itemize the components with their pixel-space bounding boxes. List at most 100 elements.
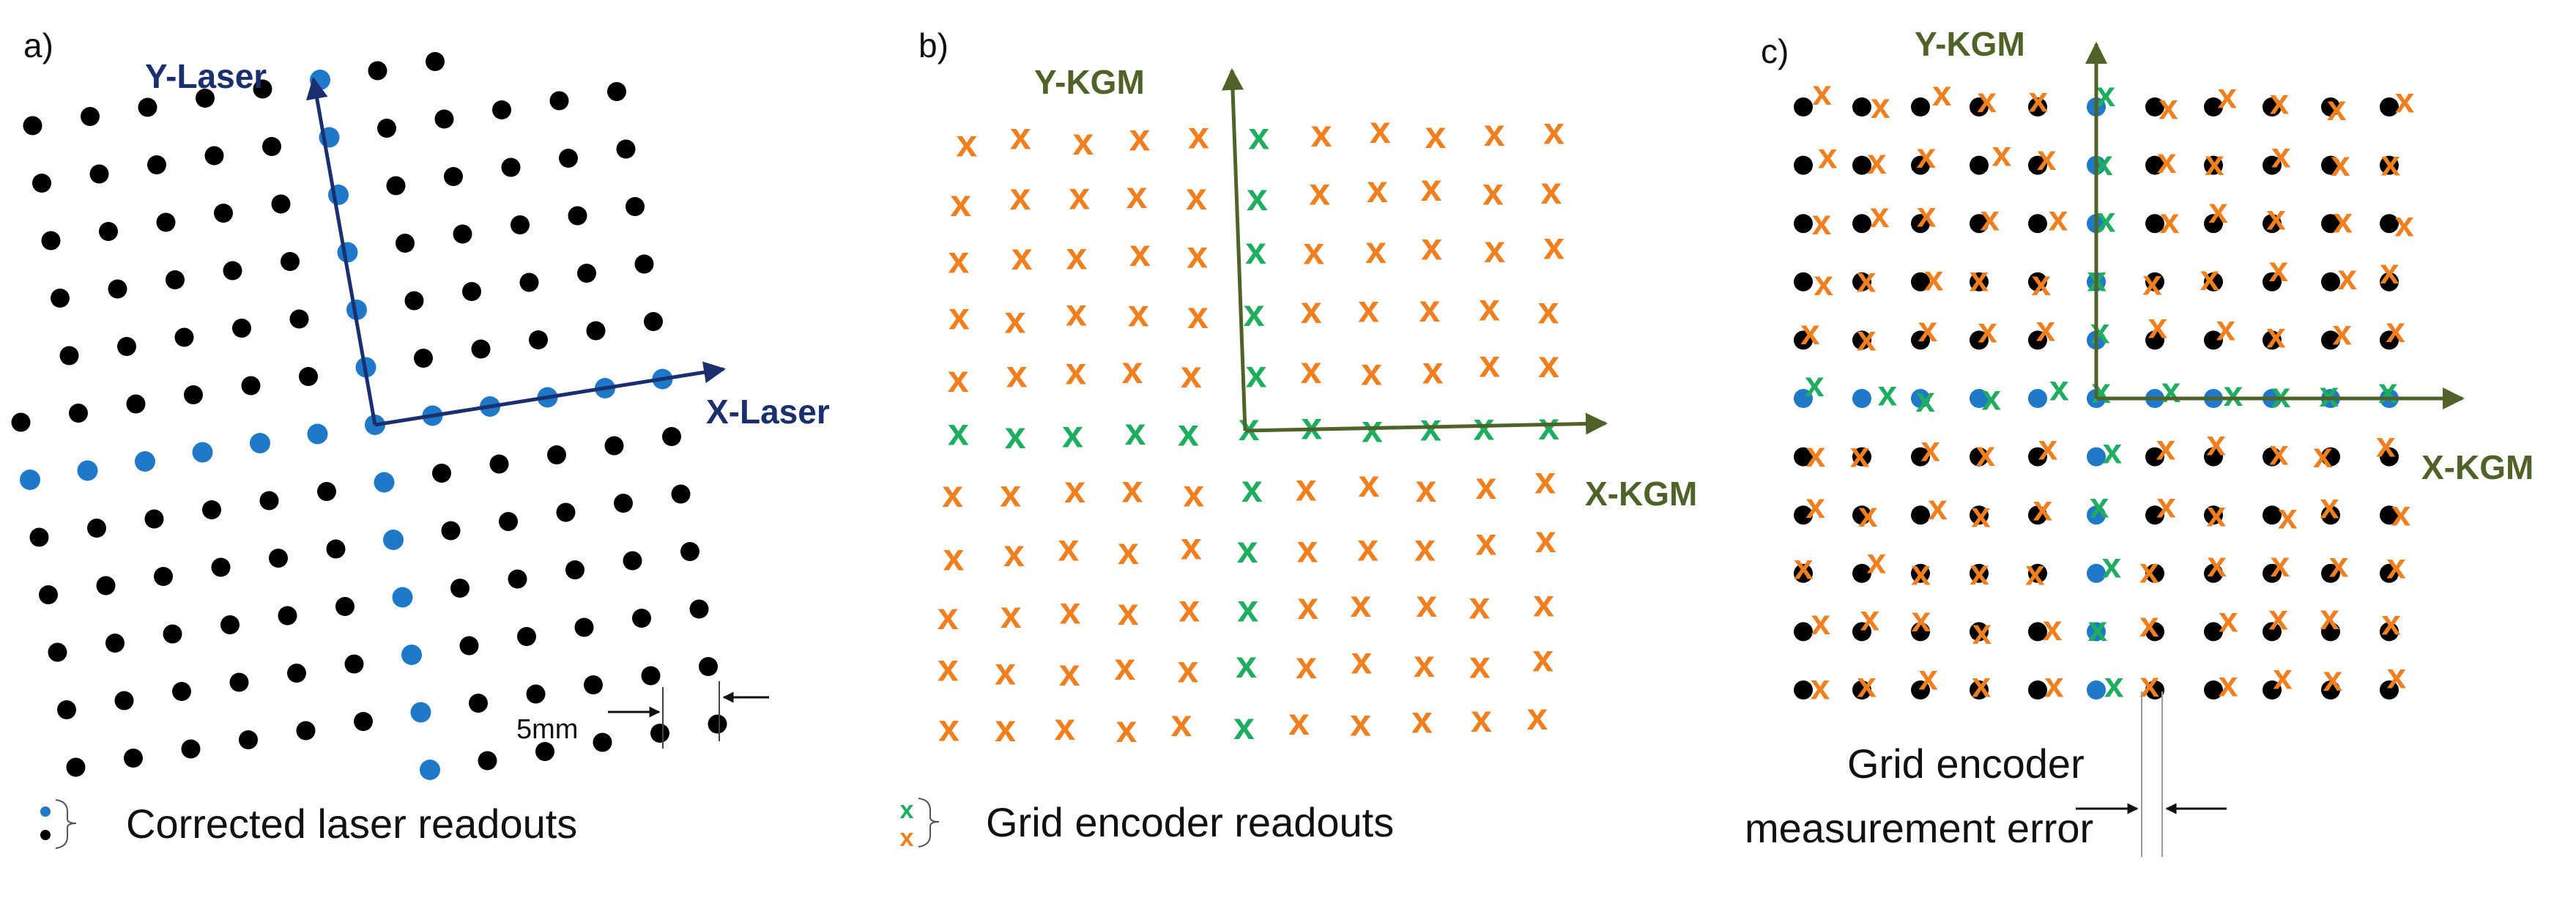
laser-dot <box>459 636 479 656</box>
encoder-mark: x <box>2268 599 2288 638</box>
encoder-mark: x <box>1484 112 1505 155</box>
legend-green-x: x <box>900 796 914 824</box>
laser-dot <box>269 549 288 568</box>
encoder-mark: x <box>1814 264 1833 303</box>
laser-dot-corrected <box>383 530 404 550</box>
encoder-mark: x <box>2386 311 2405 350</box>
laser-dot <box>2204 622 2223 642</box>
laser-dot <box>105 634 125 653</box>
encoder-mark: x <box>956 122 977 165</box>
encoder-mark: x <box>1800 313 1820 352</box>
encoder-mark-axis: x <box>1005 415 1026 457</box>
encoder-mark: x <box>1812 74 1832 113</box>
encoder-mark: x <box>2029 81 2049 119</box>
laser-dot <box>239 730 258 749</box>
laser-dot <box>680 542 699 561</box>
laser-dot <box>2263 622 2282 642</box>
encoder-mark: x <box>1857 666 1877 705</box>
laser-dot <box>2263 97 2282 116</box>
encoder-mark: x <box>2337 259 2357 297</box>
encoder-mark: x <box>1297 585 1318 628</box>
laser-dot <box>1852 97 1871 116</box>
laser-dot-corrected <box>2087 622 2106 642</box>
laser-dot <box>1911 272 1930 292</box>
laser-dot <box>126 394 146 414</box>
x-kgm-axis-c-label: X-KGM <box>2421 448 2534 486</box>
encoder-mark: x <box>1350 583 1371 626</box>
encoder-mark: x <box>1806 436 1826 475</box>
encoder-mark: x <box>2049 200 2068 239</box>
laser-dot <box>11 412 31 432</box>
encoder-mark: x <box>995 651 1016 694</box>
encoder-mark: x <box>1977 81 1997 120</box>
laser-dot <box>689 599 709 619</box>
encoder-mark: x <box>1850 436 1870 475</box>
laser-dot <box>547 445 566 464</box>
laser-dot <box>1794 97 1813 116</box>
encoder-mark: x <box>2376 426 2396 464</box>
laser-dot <box>2263 330 2282 350</box>
encoder-mark: x <box>1920 430 1940 469</box>
laser-dot <box>641 666 661 686</box>
laser-dot <box>2204 155 2223 175</box>
laser-dot <box>204 146 224 166</box>
laser-dot <box>577 264 596 283</box>
laser-dot <box>2204 330 2223 350</box>
encoder-mark: x <box>1860 600 1879 639</box>
encoder-mark: x <box>1058 527 1080 570</box>
laser-dot <box>2204 97 2223 116</box>
laser-dot-corrected <box>337 242 358 263</box>
laser-dot <box>2204 214 2223 234</box>
laser-dot <box>253 79 272 99</box>
encoder-mark: x <box>1812 204 1832 242</box>
laser-dot <box>278 606 297 626</box>
laser-dot <box>117 337 136 356</box>
laser-dot <box>517 627 536 646</box>
encoder-mark: x <box>1421 226 1442 269</box>
encoder-mark-axis: x <box>1878 375 1898 414</box>
encoder-mark-axis: x <box>1244 292 1265 335</box>
encoder-mark: x <box>2159 89 2178 127</box>
laser-dot <box>172 682 191 701</box>
encoder-mark-axis: x <box>2090 486 2109 525</box>
laser-dot <box>1970 155 1989 175</box>
encoder-mark-axis: x <box>1538 406 1559 448</box>
y-kgm-axis-b <box>1221 68 1247 431</box>
encoder-mark: x <box>2044 667 2064 705</box>
encoder-mark: x <box>1121 468 1143 511</box>
laser-dot-corrected <box>420 760 440 780</box>
encoder-mark: x <box>2139 606 2159 645</box>
encoder-mark-axis: x <box>1245 230 1266 272</box>
laser-dot <box>519 272 539 292</box>
encoder-mark: x <box>2266 199 2286 238</box>
encoder-mark: x <box>1188 114 1209 157</box>
laser-dot <box>66 757 86 777</box>
legend-orange-x: x <box>900 824 914 852</box>
laser-dot <box>2380 447 2399 467</box>
encoder-mark: x <box>1538 289 1559 332</box>
laser-dot <box>396 234 415 253</box>
laser-dot <box>471 339 491 359</box>
encoder-mark: x <box>1469 645 1491 687</box>
encoder-mark: x <box>1171 702 1192 745</box>
encoder-mark: x <box>2271 546 2290 585</box>
encoder-mark: x <box>2323 660 2343 699</box>
encoder-mark: x <box>1181 354 1202 396</box>
encoder-mark: x <box>1917 196 1937 234</box>
laser-dot <box>492 100 511 119</box>
laser-dot <box>2380 97 2399 116</box>
encoder-mark: x <box>2156 487 2176 526</box>
laser-dot-corrected <box>1911 389 1930 408</box>
encoder-mark-axis: x <box>1236 644 1257 686</box>
laser-dot <box>48 642 67 662</box>
laser-dot <box>138 97 157 117</box>
encoder-mark: x <box>1296 645 1317 687</box>
encoder-mark: x <box>1126 174 1148 217</box>
x-laser-axis-label: X-Laser <box>706 393 830 431</box>
laser-dot <box>377 119 396 138</box>
laser-dot <box>184 385 203 404</box>
laser-dot <box>2263 214 2282 234</box>
laser-dot-corrected <box>410 702 431 723</box>
encoder-mark: x <box>1479 286 1500 329</box>
laser-dot <box>386 176 406 196</box>
